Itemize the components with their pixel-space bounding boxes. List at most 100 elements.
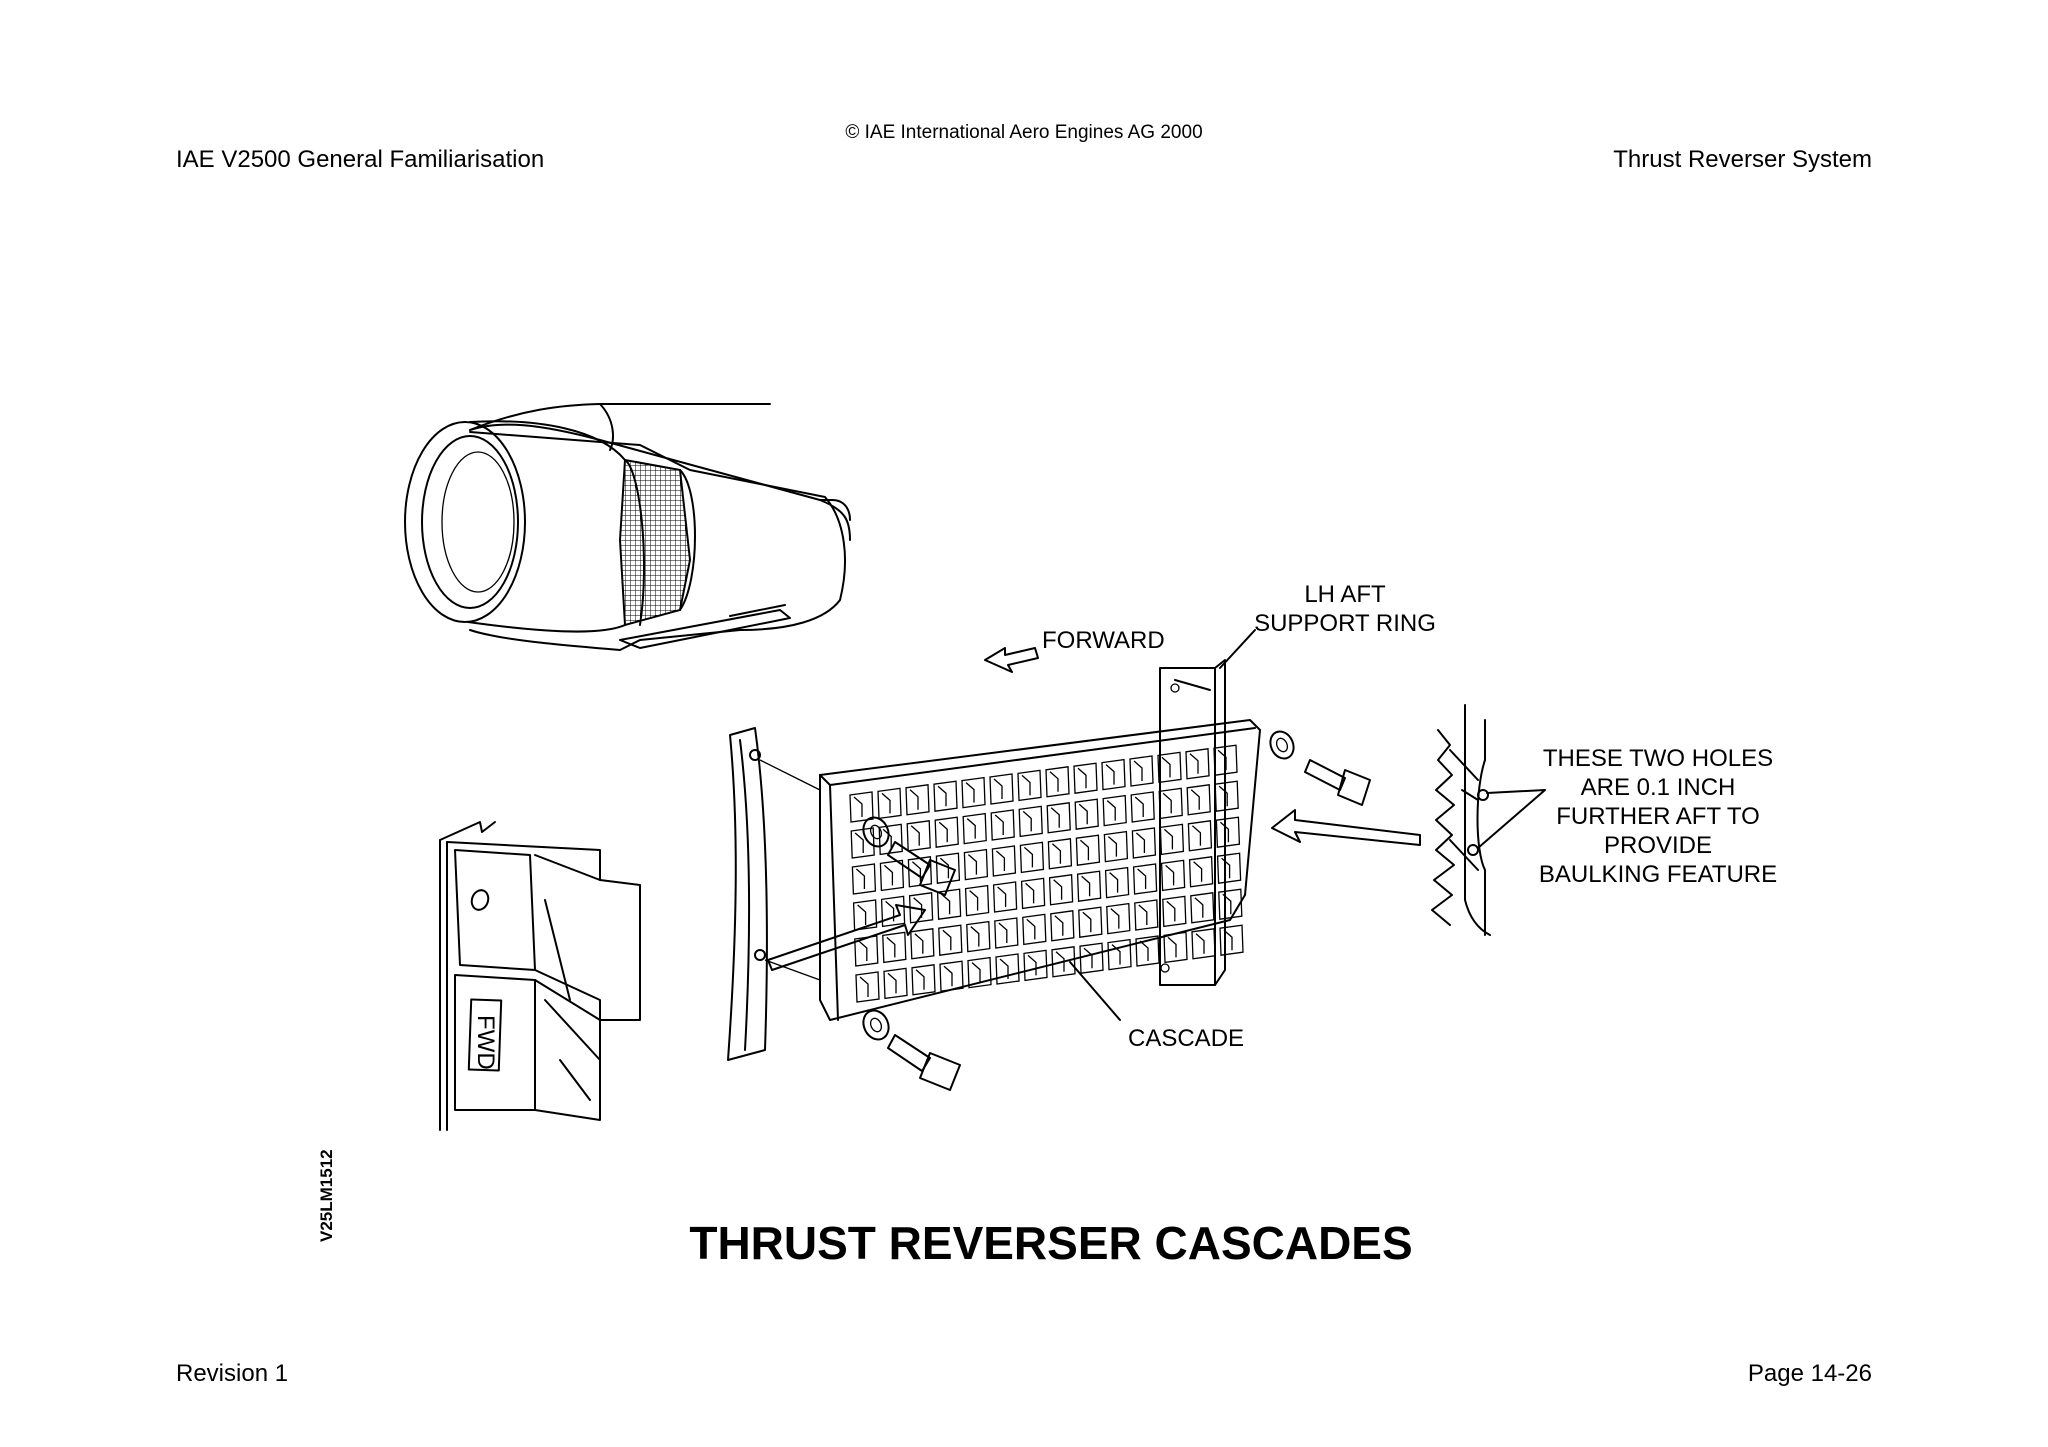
cascade-cell <box>1076 870 1102 902</box>
leader-holes <box>1477 789 1546 849</box>
cascade-cell <box>1047 838 1073 870</box>
cascade-cell <box>1102 794 1127 827</box>
left-structure-drawing: FWD <box>439 821 641 1131</box>
cascade-cell <box>964 884 990 917</box>
holes-note-line4: PROVIDE <box>1604 832 1712 859</box>
cascade-cell <box>1101 758 1126 791</box>
cascade-cell <box>1157 751 1182 784</box>
bolt-middle-left <box>862 816 956 896</box>
leader-cascade <box>1069 961 1121 1021</box>
cascade-cell <box>992 881 1018 913</box>
cascade-cell <box>1106 902 1131 935</box>
leader-lh-aft-support-ring <box>1219 629 1256 669</box>
cascade-cell <box>906 820 931 852</box>
cascade-cell <box>962 812 987 845</box>
cascade-cell <box>1163 931 1188 964</box>
cascade-cell <box>882 931 907 964</box>
cascade-cell <box>1078 906 1103 938</box>
lh-aft-label-line2: SUPPORT RING <box>1254 610 1436 637</box>
holes-note-line1: THESE TWO HOLES <box>1543 745 1773 772</box>
cascade-cell <box>1046 802 1071 834</box>
cascade-cell <box>1218 888 1243 920</box>
cascade-cell <box>1188 856 1214 888</box>
cascade-panel-drawing <box>819 719 1261 1021</box>
cascade-cell <box>1129 755 1154 787</box>
cascade-cell <box>995 953 1020 985</box>
cascade-cell <box>905 784 930 816</box>
cascade-cell <box>1134 899 1159 931</box>
cascade-cell <box>1074 798 1099 830</box>
cascade-cell <box>1186 784 1211 816</box>
cascade-cell <box>1158 787 1183 820</box>
cascade-cell <box>1187 820 1213 852</box>
cascade-cell <box>1135 935 1160 967</box>
section-title: Thrust Reverser System <box>1613 146 1872 173</box>
cascade-cell <box>1075 834 1101 866</box>
forward-support-ring-drawing <box>727 727 821 1061</box>
cascade-cell <box>1190 892 1215 924</box>
cascade-cell <box>1104 866 1130 899</box>
cascade-cell <box>966 920 991 953</box>
cascade-cell <box>1159 823 1185 856</box>
right-structure-drawing <box>1431 704 1491 936</box>
cascade-cell <box>936 888 962 920</box>
figure-code: V25LM1512 <box>317 1149 336 1242</box>
install-arrow-right <box>1271 809 1421 846</box>
cascade-cell <box>1020 877 1046 910</box>
cascade-cell <box>990 809 1015 841</box>
cascade-cell <box>1162 895 1187 928</box>
cascade-cell <box>934 816 959 848</box>
cascade-cell <box>1017 769 1042 802</box>
cascade-cell <box>933 780 958 812</box>
cascade-cell <box>1051 946 1076 978</box>
cascade-cell <box>911 964 936 996</box>
cascade-cell <box>1073 762 1098 794</box>
cascade-cell <box>989 773 1014 805</box>
cascade-cell <box>1131 827 1157 859</box>
cascade-cell <box>1045 766 1070 798</box>
cascade-cell <box>939 960 964 992</box>
forward-direction-arrow <box>984 647 1039 673</box>
page-number: Page 14-26 <box>1747 1360 1872 1387</box>
cascade-cell <box>1048 874 1074 906</box>
holes-note-line5: BAULKING FEATURE <box>1539 861 1777 888</box>
forward-label: FORWARD <box>1042 627 1165 654</box>
cascade-cell <box>1215 816 1241 848</box>
cascade-cell <box>994 917 1019 949</box>
cascade-cell <box>1022 913 1047 946</box>
cascade-cell <box>1023 949 1048 982</box>
bolt-upper-right <box>1269 730 1371 806</box>
cascade-cell <box>910 928 935 960</box>
cascade-cell <box>1191 928 1216 960</box>
cascade-cell <box>1130 791 1155 823</box>
cascade-label: CASCADE <box>1128 1025 1244 1052</box>
cascade-cell <box>967 956 992 989</box>
cascade-cell <box>1019 841 1045 874</box>
fwd-tag-label: FWD <box>472 1015 499 1070</box>
cascade-cell <box>1185 748 1210 780</box>
cascade-cell <box>1132 863 1158 895</box>
cascade-cell <box>1018 805 1043 838</box>
cascade-cell <box>1103 830 1129 863</box>
cascade-cell <box>855 971 880 1003</box>
document-title: IAE V2500 General Familiarisation <box>176 146 545 173</box>
cascade-cell <box>1079 942 1104 974</box>
cascade-cell <box>879 859 905 892</box>
cascade-cell <box>1219 924 1244 956</box>
copyright-notice: © IAE International Aero Engines AG 2000 <box>845 122 1203 143</box>
cascade-cell <box>850 827 875 859</box>
figure-title: THRUST REVERSER CASCADES <box>689 1217 1412 1269</box>
cascade-cell <box>1216 852 1242 884</box>
holes-note-line3: FURTHER AFT TO <box>1556 803 1760 830</box>
holes-note-line2: ARE 0.1 INCH <box>1581 774 1736 801</box>
cascade-cell <box>877 787 902 820</box>
cascade-cells <box>849 744 1244 1003</box>
cascade-cell <box>1160 859 1186 892</box>
cascade-cell <box>1213 744 1238 776</box>
cascade-cell <box>851 863 877 895</box>
cascade-cell <box>880 895 906 928</box>
cascade-cell <box>883 967 908 1000</box>
cascade-cell <box>852 899 878 931</box>
cascade-cell <box>1050 910 1075 942</box>
